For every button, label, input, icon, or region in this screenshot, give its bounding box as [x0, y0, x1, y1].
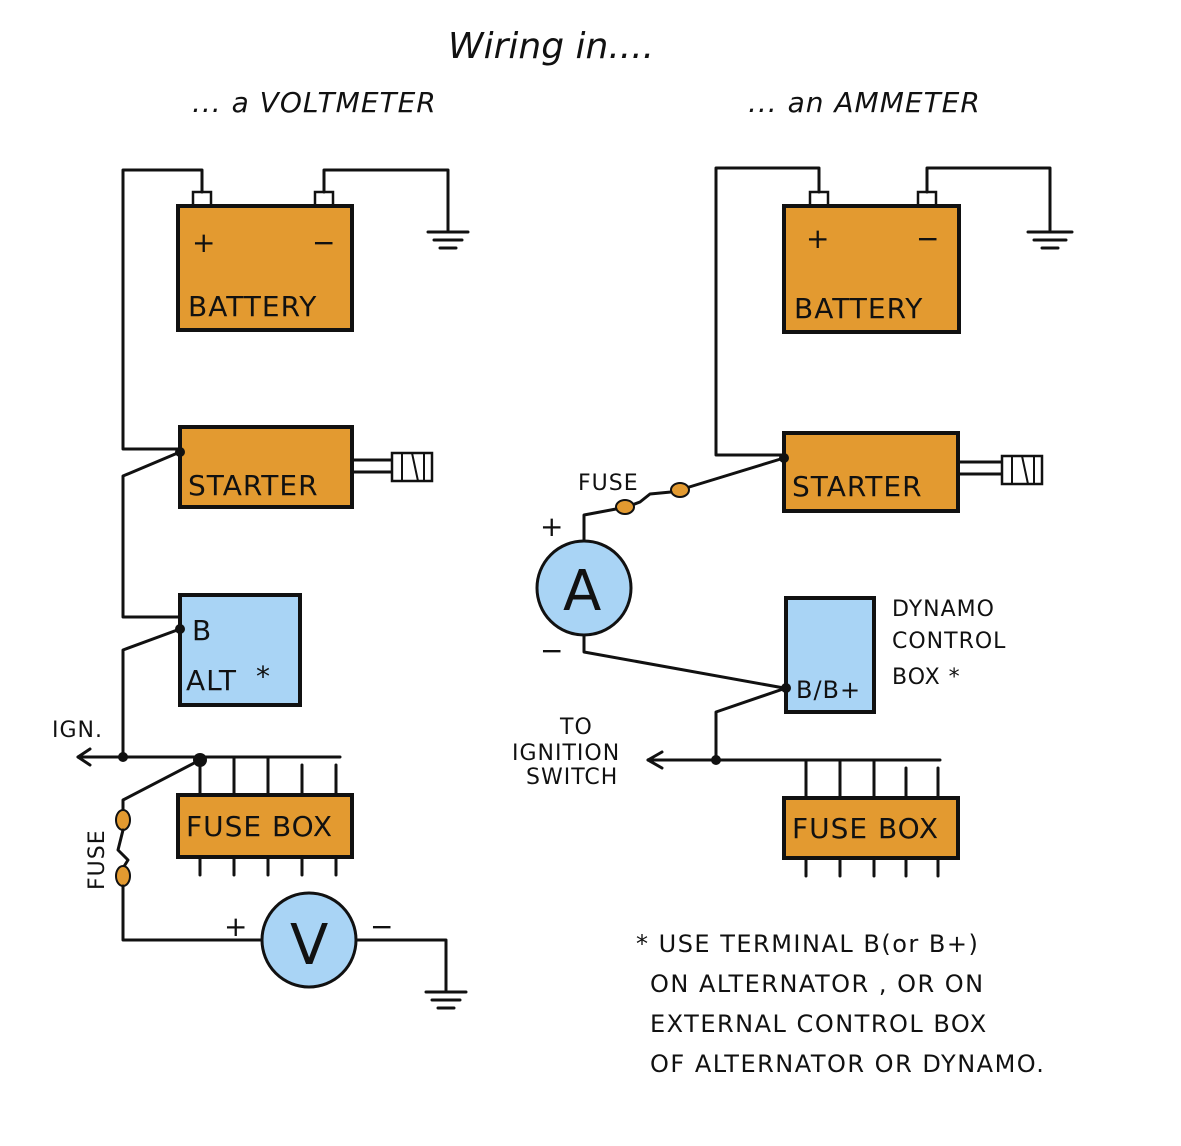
footnote-line1: * USE TERMINAL B(or B+): [636, 930, 979, 958]
wire-battery-to-starter: [714, 166, 821, 457]
battery-minus-sign: −: [312, 226, 336, 259]
ignition-label-line1: TO: [559, 715, 593, 740]
battery-box: [176, 204, 354, 332]
battery-plus-sign: +: [806, 222, 830, 255]
battery-label: BATTERY: [794, 292, 923, 325]
footnote: * USE TERMINAL B(or B+) ON ALTERNATOR , …: [636, 930, 1045, 1078]
starter-solenoid-icon: [956, 454, 1044, 486]
wire-alt-to-ign: [121, 627, 182, 759]
footnote-line3: EXTERNAL CONTROL BOX: [650, 1010, 988, 1038]
starter-box: [178, 425, 354, 509]
control-label-line1: DYNAMO: [892, 597, 995, 622]
ammeter-heading: ... an AMMETER: [748, 86, 981, 119]
fuse-left-icon: [115, 809, 131, 887]
ignition-junction-dot: [711, 755, 721, 765]
fusebox-left-label: FUSE BOX: [186, 810, 333, 843]
control-label-line2: CONTROL: [892, 629, 1006, 654]
wire-fuse-to-ammeter: [582, 507, 618, 542]
dynamo-control-box: [784, 596, 876, 714]
footnote-line2: ON ALTERNATOR , OR ON: [650, 970, 985, 998]
fusebox-left: [176, 793, 354, 859]
ignition-arrow-icon: [646, 750, 664, 770]
battery-label: BATTERY: [188, 290, 317, 323]
battery-minus-sign: −: [916, 222, 940, 255]
voltmeter-letter: V: [290, 913, 328, 978]
wire-fuse-to-voltmeter: [121, 884, 264, 942]
ground-symbol-bottom-left: [424, 990, 468, 1010]
ignition-label-line2: IGNITION: [512, 741, 620, 766]
fuse-left-label: FUSE: [85, 829, 110, 890]
wire-battery-to-starter: [121, 168, 204, 451]
fusebox-left-top-pins: [198, 755, 338, 797]
ammeter-circuit: + − BATTERY STARTER FUSE: [512, 166, 1074, 878]
starter-label: STARTER: [188, 469, 319, 502]
ign-arrow-icon: [76, 747, 92, 767]
ignition-label-line3: SWITCH: [526, 765, 618, 790]
alt-label: ALT: [186, 664, 237, 697]
ground-symbol-right: [1026, 230, 1074, 250]
alternator-box: [178, 593, 302, 707]
ammeter-minus: −: [540, 634, 564, 667]
fusebox-right-top-pins: [804, 758, 940, 800]
battery-right: + − BATTERY: [782, 190, 961, 334]
starter-solenoid-icon: [350, 451, 434, 483]
fuse-right-label: FUSE: [578, 471, 639, 496]
voltmeter-heading: ... a VOLTMETER: [192, 86, 437, 119]
fusebox-right: [782, 796, 960, 860]
wire-control-to-bus: [714, 686, 788, 762]
wire-ammeter-to-control-box: [582, 633, 786, 690]
ign-label: IGN.: [52, 718, 103, 743]
battery-plus-sign: +: [192, 226, 216, 259]
page-title: Wiring in....: [448, 26, 654, 67]
voltmeter-minus: −: [370, 910, 394, 943]
wire-battery-to-ground: [322, 168, 450, 232]
fusebox-right-bottom-pins: [804, 856, 940, 878]
wire-battery-to-ground: [925, 166, 1052, 232]
wire-starter-to-fuse: [684, 456, 786, 490]
fusebox-right-label: FUSE BOX: [792, 812, 939, 845]
starter-label: STARTER: [792, 470, 923, 503]
voltmeter-circuit: + − BATTERY STARTER B ALT: [52, 168, 470, 1010]
fusebox-left-bottom-pins: [198, 855, 338, 877]
alt-star: *: [256, 660, 271, 693]
ammeter-plus: +: [540, 510, 564, 543]
alt-terminal-label: B: [192, 614, 212, 647]
starter-box: [782, 431, 960, 513]
battery-box: [782, 204, 961, 334]
ground-symbol-top-left: [426, 230, 470, 250]
ammeter-letter: A: [563, 559, 601, 624]
wire-voltmeter-to-ground: [354, 938, 448, 992]
wire-starter-to-alt: [121, 450, 182, 619]
fuse-right-icon: [615, 482, 690, 515]
footnote-line4: OF ALTERNATOR OR DYNAMO.: [650, 1050, 1045, 1078]
voltmeter-plus: +: [224, 910, 248, 943]
ign-junction-dot: [118, 752, 128, 762]
control-label-line3: BOX *: [892, 665, 961, 690]
battery-left: + − BATTERY: [176, 190, 354, 332]
control-terminal-label: B/B+: [796, 676, 861, 704]
